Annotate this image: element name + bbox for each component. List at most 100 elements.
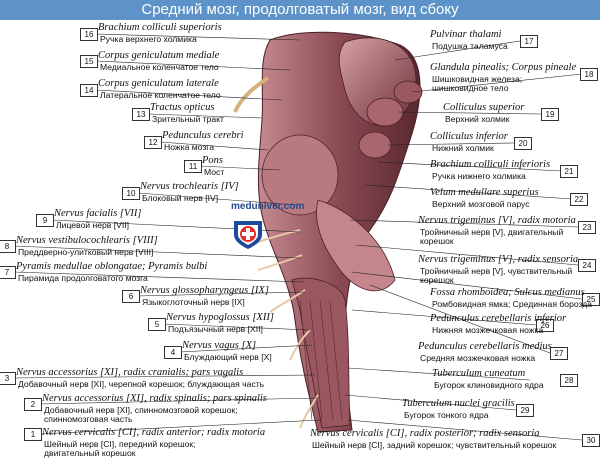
- label-latin-5: Nervus hypoglossus [XII]: [166, 312, 274, 323]
- label-number-21: 21: [560, 165, 578, 178]
- label-russian-18-0: Шишковидная железа;: [432, 74, 523, 84]
- label-number-22: 22: [570, 193, 588, 206]
- label-russian-1-1: двигательный корешок: [44, 448, 136, 458]
- page-title: Средний мозг, продолговатый мозг, вид сб…: [141, 1, 459, 18]
- label-number-6: 6: [122, 290, 140, 303]
- label-russian-18-1: шишковидное тело: [432, 83, 509, 93]
- label-latin-28: Tuberculum cuneatum: [432, 368, 526, 379]
- label-latin-22: Velum medullare superius: [430, 187, 539, 198]
- label-russian-24-0: Тройничный нерв [V], чувствительный: [420, 266, 573, 276]
- label-latin-3: Nervus accessorius [XI], radix cranialis…: [16, 367, 244, 378]
- label-latin-23: Nervus trigeminus [V], radix motoria: [418, 215, 576, 226]
- label-latin-7: Pyramis medullae oblongatae; Pyramis bul…: [16, 261, 208, 272]
- title-bar: [0, 0, 600, 20]
- label-latin-12: Pedunculus cerebri: [162, 130, 244, 141]
- label-latin-17: Pulvinar thalami: [430, 29, 502, 40]
- label-number-16: 16: [80, 28, 98, 41]
- watermark-text: meduniver.com: [231, 201, 305, 212]
- label-latin-18: Glandula pinealis; Corpus pineale: [430, 62, 577, 73]
- label-latin-1: Nervus cervicalis [CI], radix anterior; …: [42, 427, 266, 438]
- label-number-24: 24: [578, 259, 596, 272]
- label-russian-24-1: корешок: [420, 275, 454, 285]
- label-russian-2-0: Добавочный нерв [XI], спинномозговой кор…: [44, 405, 238, 415]
- label-russian-1-0: Шейный нерв [CI], передний корешок;: [44, 439, 196, 449]
- meduniver-logo-icon: [234, 221, 262, 249]
- label-number-1: 1: [24, 428, 42, 441]
- label-russian-12-0: Ножка мозга: [164, 142, 215, 152]
- label-number-11: 11: [184, 160, 202, 173]
- label-number-7: 7: [0, 266, 16, 279]
- label-number-27: 27: [550, 347, 568, 360]
- label-latin-30: Nervus cervicalis [CI], radix posterior;…: [310, 428, 540, 439]
- label-russian-15-0: Медиальное коленчатое тело: [100, 62, 219, 72]
- optic-tract-shape: [233, 76, 270, 113]
- label-number-26: 26: [536, 319, 554, 332]
- label-latin-8: Nervus vestibulocochlearis [VIII]: [16, 235, 158, 246]
- label-russian-2-1: спинномозговая часть: [44, 414, 133, 424]
- label-latin-2: Nervus accessorius [XI], radix spinalis;…: [42, 393, 267, 404]
- label-number-13: 13: [132, 108, 150, 121]
- label-russian-22-0: Верхний мозговой парус: [432, 199, 530, 209]
- medulla-shape: [291, 277, 351, 429]
- label-latin-10: Nervus trochlearis [IV]: [140, 181, 239, 192]
- label-russian-4-0: Блуждающий нерв [X]: [184, 352, 272, 362]
- label-russian-30-0: Шейный нерв [CI], задний корешок; чувств…: [312, 440, 557, 450]
- label-latin-26: Pedunculus cerebellaris inferior: [430, 313, 567, 324]
- label-latin-6: Nervus glossopharyngeus [IX]: [140, 285, 269, 296]
- label-latin-15: Corpus geniculatum mediale: [98, 50, 220, 61]
- label-russian-9-0: Лицевой нерв [VII]: [56, 220, 130, 230]
- label-russian-14-0: Латеральное коленчатое тело: [100, 90, 221, 100]
- label-russian-25-0: Ромбовидная ямка; Срединная борозда: [432, 299, 593, 309]
- label-latin-9: Nervus facialis [VII]: [54, 208, 142, 219]
- pineal-gland: [393, 80, 423, 104]
- label-number-23: 23: [578, 221, 596, 234]
- label-number-18: 18: [580, 68, 598, 81]
- label-number-25: 25: [582, 293, 600, 306]
- label-latin-13: Tractus opticus: [150, 102, 215, 113]
- label-russian-21-0: Ручка нижнего холмика: [432, 171, 526, 181]
- label-russian-11-0: Мост: [204, 167, 225, 177]
- label-russian-7-0: Пирамида продолговатого мозга: [18, 273, 148, 283]
- label-latin-25: Fossa rhomboidea; Sulcus medianus: [430, 287, 585, 298]
- label-russian-8-0: Преддверно-улитковый нерв [VIII]: [18, 247, 154, 257]
- label-russian-5-0: Подъязычный нерв [XII]: [168, 324, 263, 334]
- label-russian-26-0: Нижняя мозжечковая ножка: [432, 325, 544, 335]
- label-number-5: 5: [148, 318, 166, 331]
- label-number-14: 14: [80, 84, 98, 97]
- pons-shape: [261, 134, 339, 216]
- label-number-9: 9: [36, 214, 54, 227]
- label-latin-4: Nervus vagus [X]: [182, 340, 257, 351]
- label-number-28: 28: [560, 374, 578, 387]
- label-latin-19: Colliculus superior: [443, 102, 525, 113]
- label-latin-11: Pons: [202, 155, 223, 166]
- label-russian-6-0: Языкоглоточный нерв [IX]: [142, 297, 245, 307]
- label-russian-13-0: Зрительный тракт: [152, 114, 224, 124]
- label-latin-21: Brachium colliculi inferioris: [430, 159, 551, 170]
- label-latin-29: Tuberculum nuclei gracilis: [402, 398, 515, 409]
- label-russian-16-0: Ручка верхнего холмика: [100, 34, 197, 44]
- label-latin-27: Pedunculus cerebellaris medius: [418, 341, 552, 352]
- label-number-17: 17: [520, 35, 538, 48]
- label-russian-23-0: Тройничный нерв [V], двигательный: [420, 227, 564, 237]
- colliculus-inferior-shape: [358, 131, 392, 159]
- label-latin-16: Brachium colliculi superioris: [98, 22, 222, 33]
- label-russian-20-0: Нижний холмик: [432, 143, 494, 153]
- label-number-3: 3: [0, 372, 16, 385]
- nerve-roots: [249, 229, 319, 429]
- middle-peduncle-shape: [316, 199, 396, 292]
- label-number-10: 10: [122, 187, 140, 200]
- label-russian-28-0: Бугорок клиновидного ядра: [434, 380, 544, 390]
- label-number-12: 12: [144, 136, 162, 149]
- label-number-15: 15: [80, 55, 98, 68]
- label-number-4: 4: [164, 346, 182, 359]
- label-russian-23-1: корешок: [420, 236, 454, 246]
- label-russian-10-0: Блоковый нерв [IV]: [142, 193, 219, 203]
- label-number-19: 19: [541, 108, 559, 121]
- label-number-30: 30: [582, 434, 600, 447]
- colliculus-superior-shape: [366, 97, 404, 127]
- label-russian-29-0: Бугорок тонкого ядра: [404, 410, 489, 420]
- label-latin-24: Nervus trigeminus [V], radix sensoria: [418, 254, 579, 265]
- label-russian-3-0: Добавочный нерв [XI], черепной корешок; …: [18, 379, 265, 389]
